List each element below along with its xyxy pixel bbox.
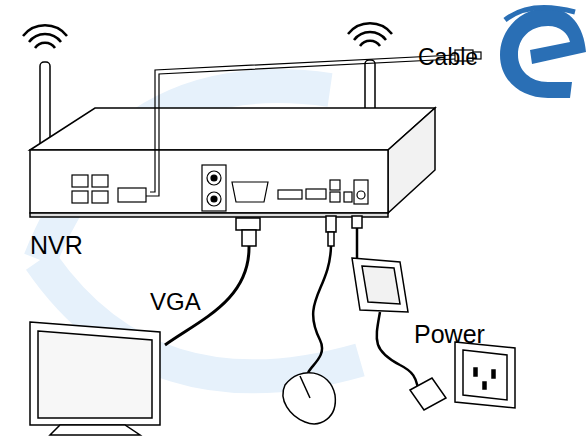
logo-swoosh — [505, 8, 575, 21]
monitor — [30, 322, 160, 435]
lan-ports — [72, 175, 146, 203]
power-cable — [352, 216, 420, 392]
callout-label: NVR — [30, 233, 83, 258]
wall-socket — [455, 342, 515, 408]
logo-shape — [500, 8, 586, 98]
callout-label: VGA — [150, 290, 201, 314]
vga-cable — [165, 218, 260, 345]
nvr-box — [30, 108, 435, 217]
callout-label: Power — [414, 322, 485, 347]
callout-label: Cable — [418, 46, 478, 69]
logo — [500, 8, 586, 99]
network-cable — [145, 50, 481, 196]
wifi-symbol — [23, 23, 392, 48]
mouse — [283, 373, 335, 424]
audio-ports — [202, 165, 226, 211]
mouse-cable — [308, 216, 336, 378]
rear-ports — [232, 180, 368, 204]
